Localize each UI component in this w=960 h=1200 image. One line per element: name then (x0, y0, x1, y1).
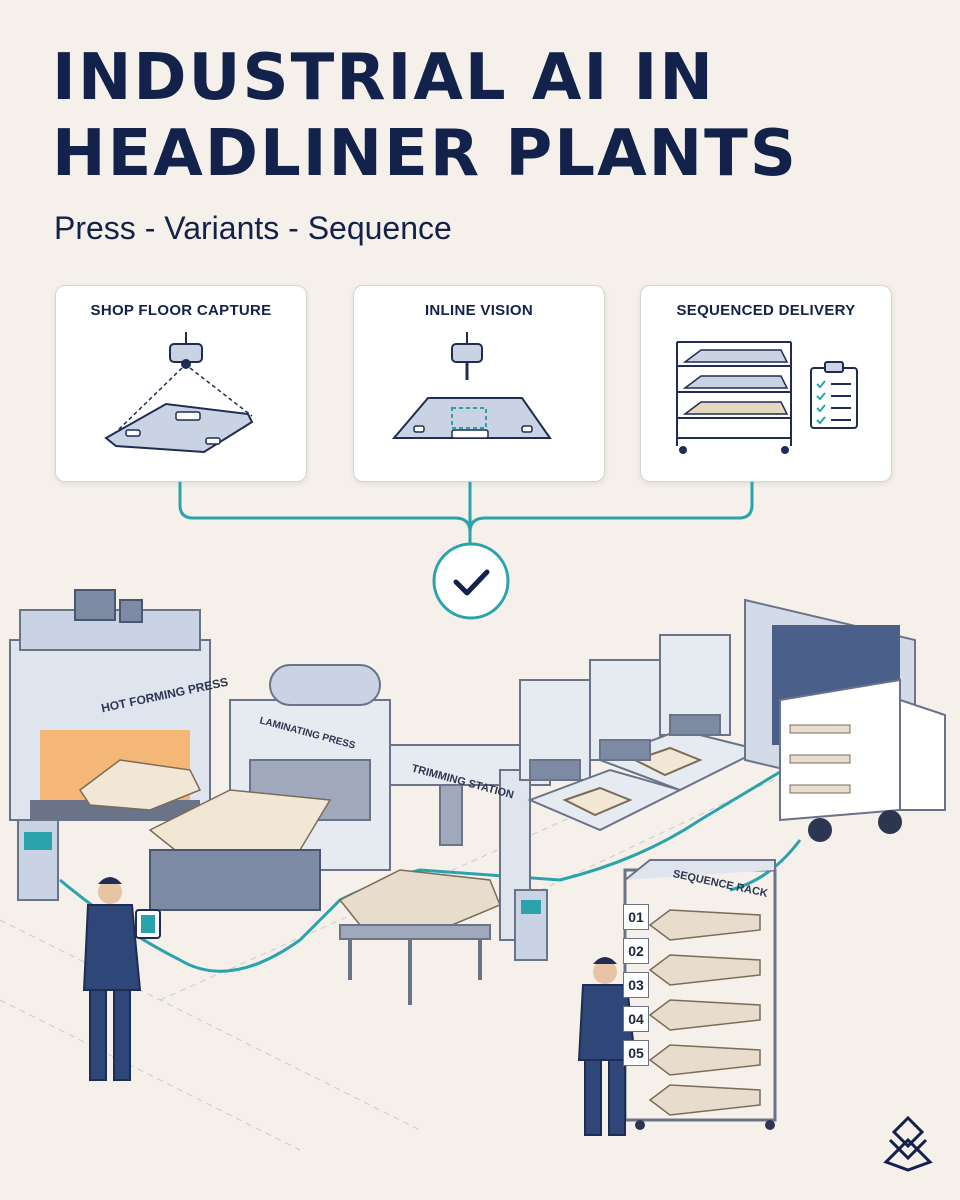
rack-slot-1: 01 (623, 904, 649, 930)
flower-logo-icon (883, 1115, 933, 1172)
rack-slot-4: 04 (623, 1006, 649, 1032)
operator-at-rack (577, 957, 637, 1136)
page-title: INDUSTRIAL AI IN HEADLINER PLANTS (52, 40, 798, 192)
factory-floor-illustration (0, 589, 946, 1172)
connector-lines (178, 482, 754, 550)
sequence-rack (623, 859, 777, 1130)
laminating-press (148, 664, 391, 911)
card-title: SEQUENCED DELIVERY (676, 302, 856, 319)
operator-with-tablet (82, 877, 161, 1081)
rack-slot-3: 03 (623, 972, 649, 998)
card-title: SHOP FLOOR CAPTURE (90, 302, 272, 319)
title-line-2: HEADLINER PLANTS (52, 117, 798, 191)
checkmark-icon (432, 542, 510, 620)
card-sequenced-delivery: SEQUENCED DELIVERY (640, 285, 892, 482)
rack-slot-5: 05 (623, 1040, 649, 1066)
kitting-benches (519, 634, 763, 832)
overhead-camera-icon (104, 332, 254, 454)
title-line-1: INDUSTRIAL AI IN (52, 41, 715, 115)
rack-slot-2: 02 (623, 938, 649, 964)
page-subtitle: Press - Variants - Sequence (54, 210, 452, 246)
card-shop-floor-capture: SHOP FLOOR CAPTURE (55, 285, 307, 482)
hot-forming-press (9, 589, 211, 901)
loading-dock-truck (744, 598, 946, 842)
card-inline-vision: INLINE VISION (353, 285, 605, 482)
rack-and-checklist-icon (676, 341, 858, 454)
card-title: INLINE VISION (424, 302, 534, 319)
vision-camera-icon (391, 332, 552, 439)
floor-grid (0, 719, 901, 1151)
